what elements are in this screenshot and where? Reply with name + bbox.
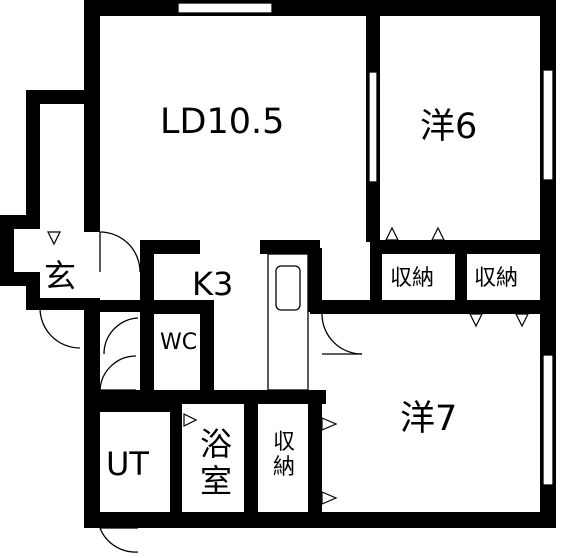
room-label-entrance: 玄 bbox=[44, 257, 77, 295]
windows bbox=[177, 2, 554, 486]
room-label-wc: WC bbox=[160, 330, 198, 355]
doors bbox=[39, 231, 363, 553]
interior-walls bbox=[92, 10, 550, 518]
kitchen-counter bbox=[267, 253, 309, 391]
room-label-storage-1: 収納 bbox=[390, 266, 435, 291]
room-label-storage-2: 収納 bbox=[474, 266, 519, 291]
closet-markers bbox=[47, 226, 529, 505]
room-label-ld: LD10.5 bbox=[160, 102, 285, 142]
room-label-western-6: 洋6 bbox=[420, 107, 478, 147]
room-label-bath: 浴室 bbox=[199, 425, 232, 500]
room-label-western-7: 洋7 bbox=[400, 399, 458, 439]
room-label-storage-3: 収納 bbox=[272, 430, 295, 481]
room-label-kitchen: K3 bbox=[192, 265, 234, 303]
room-label-utility: UT bbox=[106, 445, 149, 483]
